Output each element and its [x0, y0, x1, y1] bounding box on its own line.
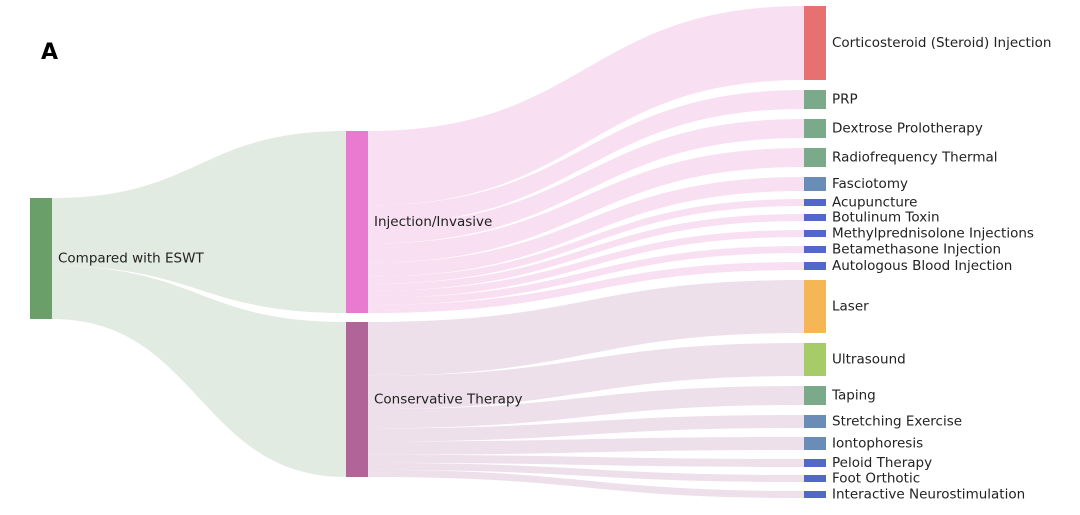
link-conservative-therapy-to-ultrasound [368, 343, 804, 410]
node-label-conservative-therapy: Conservative Therapy [374, 392, 523, 408]
panel-label: A [41, 40, 59, 65]
node-injection-invasive [346, 131, 368, 313]
link-conservative-therapy-to-peloid-therapy [368, 454, 804, 467]
node-label-interactive-neurostimulation: Interactive Neurostimulation [832, 487, 1025, 503]
node-label-corticosteroid-steroid-injection: Corticosteroid (Steroid) Injection [832, 35, 1051, 51]
node-label-ultrasound: Ultrasound [832, 352, 906, 368]
node-label-peloid-therapy: Peloid Therapy [832, 455, 932, 471]
link-source-to-injection-invasive [52, 131, 346, 313]
link-conservative-therapy-to-iontophoresis [368, 437, 804, 455]
link-injection-invasive-to-acupuncture [368, 199, 804, 284]
node-methylprednisolone-injections [804, 230, 826, 237]
node-label-botulinum-toxin: Botulinum Toxin [832, 210, 940, 226]
link-injection-invasive-to-methylprednisolone-injections [368, 230, 804, 298]
node-label-iontophoresis: Iontophoresis [832, 436, 923, 452]
node-label-laser: Laser [832, 299, 869, 315]
node-laser [804, 280, 826, 333]
node-interactive-neurostimulation [804, 491, 826, 498]
link-injection-invasive-to-prp [368, 90, 804, 225]
node-ultrasound [804, 343, 826, 376]
node-dextrose-prolotherapy [804, 119, 826, 138]
node-label-autologous-blood-injection: Autologous Blood Injection [832, 258, 1012, 274]
node-compared-with-eswt [30, 198, 52, 319]
link-conservative-therapy-to-stretching-exercise [368, 415, 804, 442]
node-foot-orthotic [804, 475, 826, 482]
node-label-injection-invasive: Injection/Invasive [374, 214, 492, 230]
node-betamethasone-injection [804, 246, 826, 253]
link-injection-invasive-to-fasciotomy [368, 177, 804, 277]
node-acupuncture [804, 199, 826, 206]
node-taping [804, 386, 826, 405]
link-conservative-therapy-to-interactive-neurostimulation [368, 469, 804, 498]
node-botulinum-toxin [804, 214, 826, 221]
node-conservative-therapy [346, 322, 368, 477]
node-label-compared-with-eswt: Compared with ESWT [58, 251, 204, 267]
node-peloid-therapy [804, 459, 826, 467]
link-injection-invasive-to-botulinum-toxin [368, 214, 804, 291]
node-label-betamethasone-injection: Betamethasone Injection [832, 242, 1001, 258]
node-label-fasciotomy: Fasciotomy [832, 176, 908, 192]
node-label-dextrose-prolotherapy: Dextrose Prolotherapy [832, 121, 983, 137]
node-corticosteroid-steroid-injection [804, 6, 826, 80]
node-label-prp: PRP [832, 92, 858, 108]
link-injection-invasive-to-autologous-blood-injection [368, 262, 804, 313]
node-stretching-exercise [804, 415, 826, 428]
node-label-taping: Taping [831, 388, 876, 404]
node-label-foot-orthotic: Foot Orthotic [832, 471, 920, 487]
node-radiofrequency-thermal [804, 148, 826, 167]
link-conservative-therapy-to-taping [368, 386, 804, 429]
node-fasciotomy [804, 177, 826, 191]
link-injection-invasive-to-radiofrequency-thermal [368, 148, 804, 263]
link-conservative-therapy-to-foot-orthotic [368, 462, 804, 482]
link-injection-invasive-to-betamethasone-injection [368, 246, 804, 305]
link-source-to-conservative-therapy [52, 266, 346, 477]
node-label-radiofrequency-thermal: Radiofrequency Thermal [832, 150, 998, 166]
node-iontophoresis [804, 437, 826, 450]
link-injection-invasive-to-dextrose-prolotherapy [368, 119, 804, 244]
node-label-acupuncture: Acupuncture [832, 195, 918, 211]
link-conservative-therapy-to-laser [368, 280, 804, 376]
node-prp [804, 90, 826, 109]
node-autologous-blood-injection [804, 262, 826, 270]
node-label-methylprednisolone-injections: Methylprednisolone Injections [832, 226, 1034, 242]
link-injection-invasive-to-corticosteroid-steroid-injection [368, 6, 804, 206]
node-label-stretching-exercise: Stretching Exercise [832, 414, 962, 430]
